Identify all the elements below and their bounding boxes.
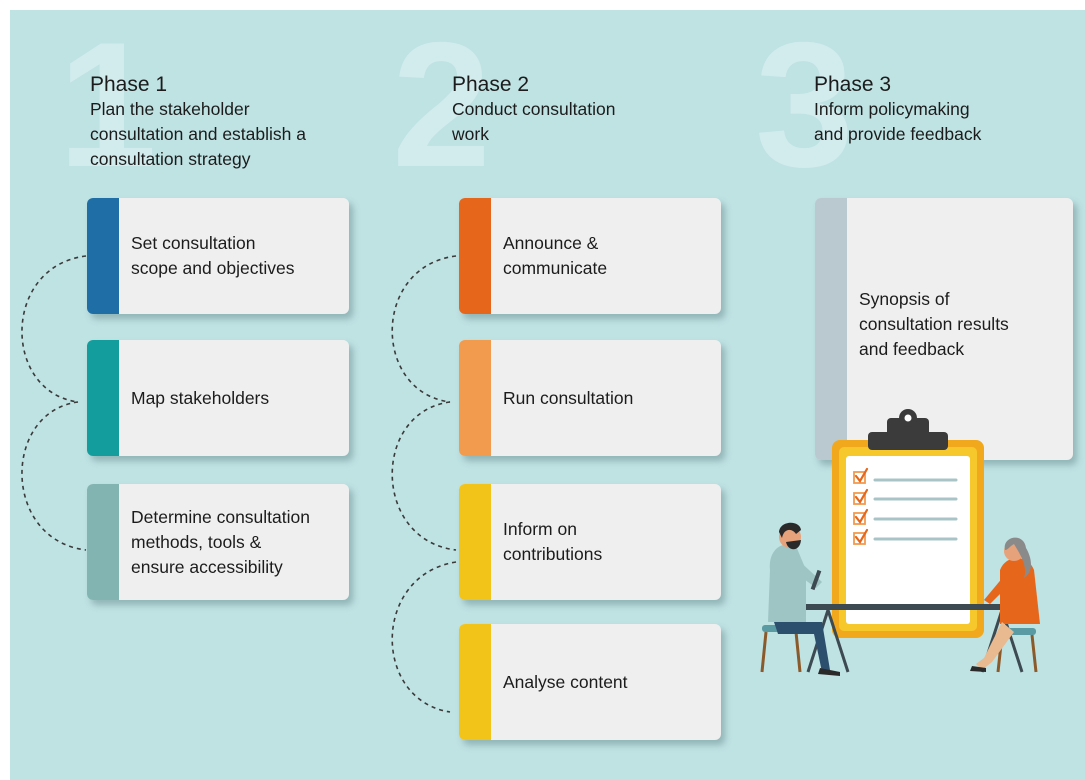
phase-1-step-2-card: Map stakeholders — [87, 340, 349, 456]
phase-2-numeral: 2 — [392, 10, 491, 204]
man-figure-icon — [760, 522, 840, 676]
phase-1-step-1-card: Set consultation scope and objectives — [87, 198, 349, 314]
phase-3-description-line-1: Inform policymaking — [814, 99, 970, 119]
phase-2-step-2-color-bar — [459, 340, 491, 456]
phase-1-step-1-line-2: scope and objectives — [131, 258, 295, 278]
phase-3-step-1-line-1: Synopsis of — [859, 289, 950, 309]
phase-1-description-line-1: Plan the stakeholder — [90, 99, 250, 119]
phase-1-step-3-color-bar — [87, 484, 119, 600]
phase-2-step-3-label: Inform on contributions — [503, 484, 717, 600]
phase-2-step-1-color-bar — [459, 198, 491, 314]
phase-2-step-3-card: Inform on contributions — [459, 484, 721, 600]
phase-2-description-line-1: Conduct consultation — [452, 99, 616, 119]
phase-1-step-3-line-3: ensure accessibility — [131, 556, 283, 577]
phase-1-step-1-label: Set consultation scope and objectives — [131, 198, 345, 314]
woman-figure-icon — [970, 537, 1040, 673]
phase-2-step-3-color-bar — [459, 484, 491, 600]
consultation-illustration — [760, 409, 1040, 676]
phase-1-step-3-label: Determine consultation methods, tools & … — [131, 484, 345, 600]
phase-1-description-line-2: consultation and establish a — [90, 124, 306, 144]
phase-3-numeral: 3 — [755, 10, 854, 204]
phase-1-numeral: 1 — [58, 10, 157, 204]
phase-3-title: Phase 3 — [814, 73, 892, 96]
phase-3-step-1-label: Synopsis of consultation results and fee… — [859, 198, 1069, 460]
connector-p2-s1-s2 — [391, 255, 457, 403]
phase-2-step-1-label: Announce & communicate — [503, 198, 717, 314]
phase-2-step-4-line-1: Analyse content — [503, 671, 628, 692]
connector-p1-s1-s2 — [21, 255, 87, 403]
phase-1-header: Phase 1 Plan the stakeholder consultatio… — [90, 72, 306, 172]
phase-2-step-4-card: Analyse content — [459, 624, 721, 740]
phase-3-header: Phase 3 Inform policymaking and provide … — [814, 72, 981, 147]
phase-1-step-3-line-2: methods, tools & — [131, 531, 262, 552]
phase-1-description-line-3: consultation strategy — [90, 149, 251, 169]
phase-3-step-1-card: Synopsis of consultation results and fee… — [815, 198, 1073, 460]
phase-3-step-1-color-bar — [815, 198, 847, 460]
phase-2-step-3-line-2: contributions — [503, 544, 603, 564]
phase-1-step-2-label: Map stakeholders — [131, 340, 345, 456]
phase-2-step-2-label: Run consultation — [503, 340, 717, 456]
step-connectors — [21, 255, 457, 713]
connector-p1-s2-s3 — [21, 401, 87, 551]
phase-1-step-1-line-1: Set consultation — [131, 233, 256, 253]
phase-2-title: Phase 2 — [452, 73, 530, 96]
phase-1-step-2-color-bar — [87, 340, 119, 456]
phase-2-step-4-color-bar — [459, 624, 491, 740]
phase-2-description-line-2: work — [452, 124, 489, 144]
phase-3-description-line-2: and provide feedback — [814, 124, 982, 144]
phase-2-step-4-label: Analyse content — [503, 624, 717, 740]
diagram-canvas: 1 2 3 Phase 1 Plan the stakeholder consu… — [10, 10, 1085, 780]
phase-2-step-1-card: Announce & communicate — [459, 198, 721, 314]
phase-1-step-3-line-1: Determine consultation — [131, 506, 310, 527]
phase-1-title: Phase 1 — [90, 73, 168, 96]
phase-2-step-1-line-1: Announce & — [503, 233, 599, 253]
phase-2-step-2-line-1: Run consultation — [503, 387, 634, 408]
phase-3-step-1-line-3: and feedback — [859, 339, 965, 359]
phase-2-step-2-card: Run consultation — [459, 340, 721, 456]
phase-2-header: Phase 2 Conduct consultation work — [452, 72, 615, 147]
phase-2-step-3-line-1: Inform on — [503, 519, 577, 539]
phase-2-step-1-line-2: communicate — [503, 258, 608, 278]
connector-p2-s3-s4 — [391, 561, 457, 713]
phase-3-step-1-line-2: consultation results — [859, 314, 1009, 334]
phase-1-step-2-line-1: Map stakeholders — [131, 387, 270, 408]
phase-1-step-1-color-bar — [87, 198, 119, 314]
checklist-icon — [853, 467, 958, 545]
phase-1-step-3-card: Determine consultation methods, tools & … — [87, 484, 349, 600]
